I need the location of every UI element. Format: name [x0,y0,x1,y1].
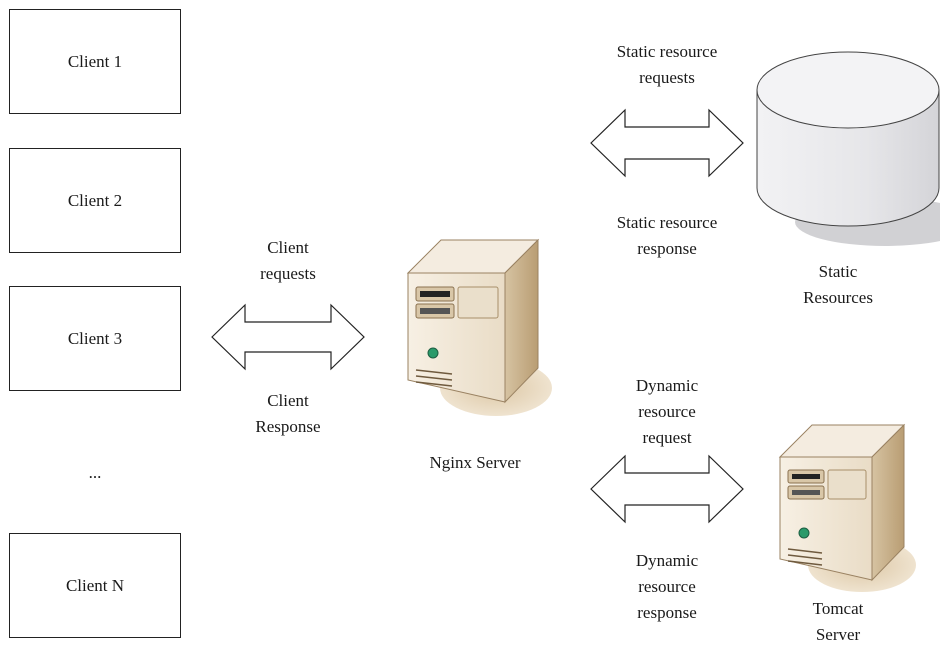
static-double-arrow [590,108,744,178]
tomcat-server-icon [778,423,916,592]
dynamic-double-arrow [590,454,744,524]
client-3-box: Client 3 [9,286,181,391]
clients-ellipsis: ... [88,463,102,482]
static-resources-label: Static Resources [803,262,873,307]
client-response-label: Client Response [255,391,321,436]
database-icon [756,51,940,246]
client-requests-label: Client requests [260,238,316,283]
dynamic-response-label: Dynamic resource response [635,551,699,622]
nginx-server-icon [406,238,552,416]
client-2-label: Client 2 [67,190,123,210]
client-3-label: Client 3 [67,328,123,348]
client-1-label: Client 1 [67,51,123,71]
dynamic-request-label: Dynamic resource request [635,376,699,447]
static-response-label: Static resource response [616,213,718,258]
client-n-box: Client N [9,533,181,638]
tomcat-server-label: Tomcat Server [812,599,864,644]
client-double-arrow [211,303,365,371]
client-1-box: Client 1 [9,9,181,114]
client-2-box: Client 2 [9,148,181,253]
client-n-label: Client N [65,575,125,595]
nginx-server-label: Nginx Server [429,453,521,472]
static-requests-label: Static resource requests [616,42,718,87]
